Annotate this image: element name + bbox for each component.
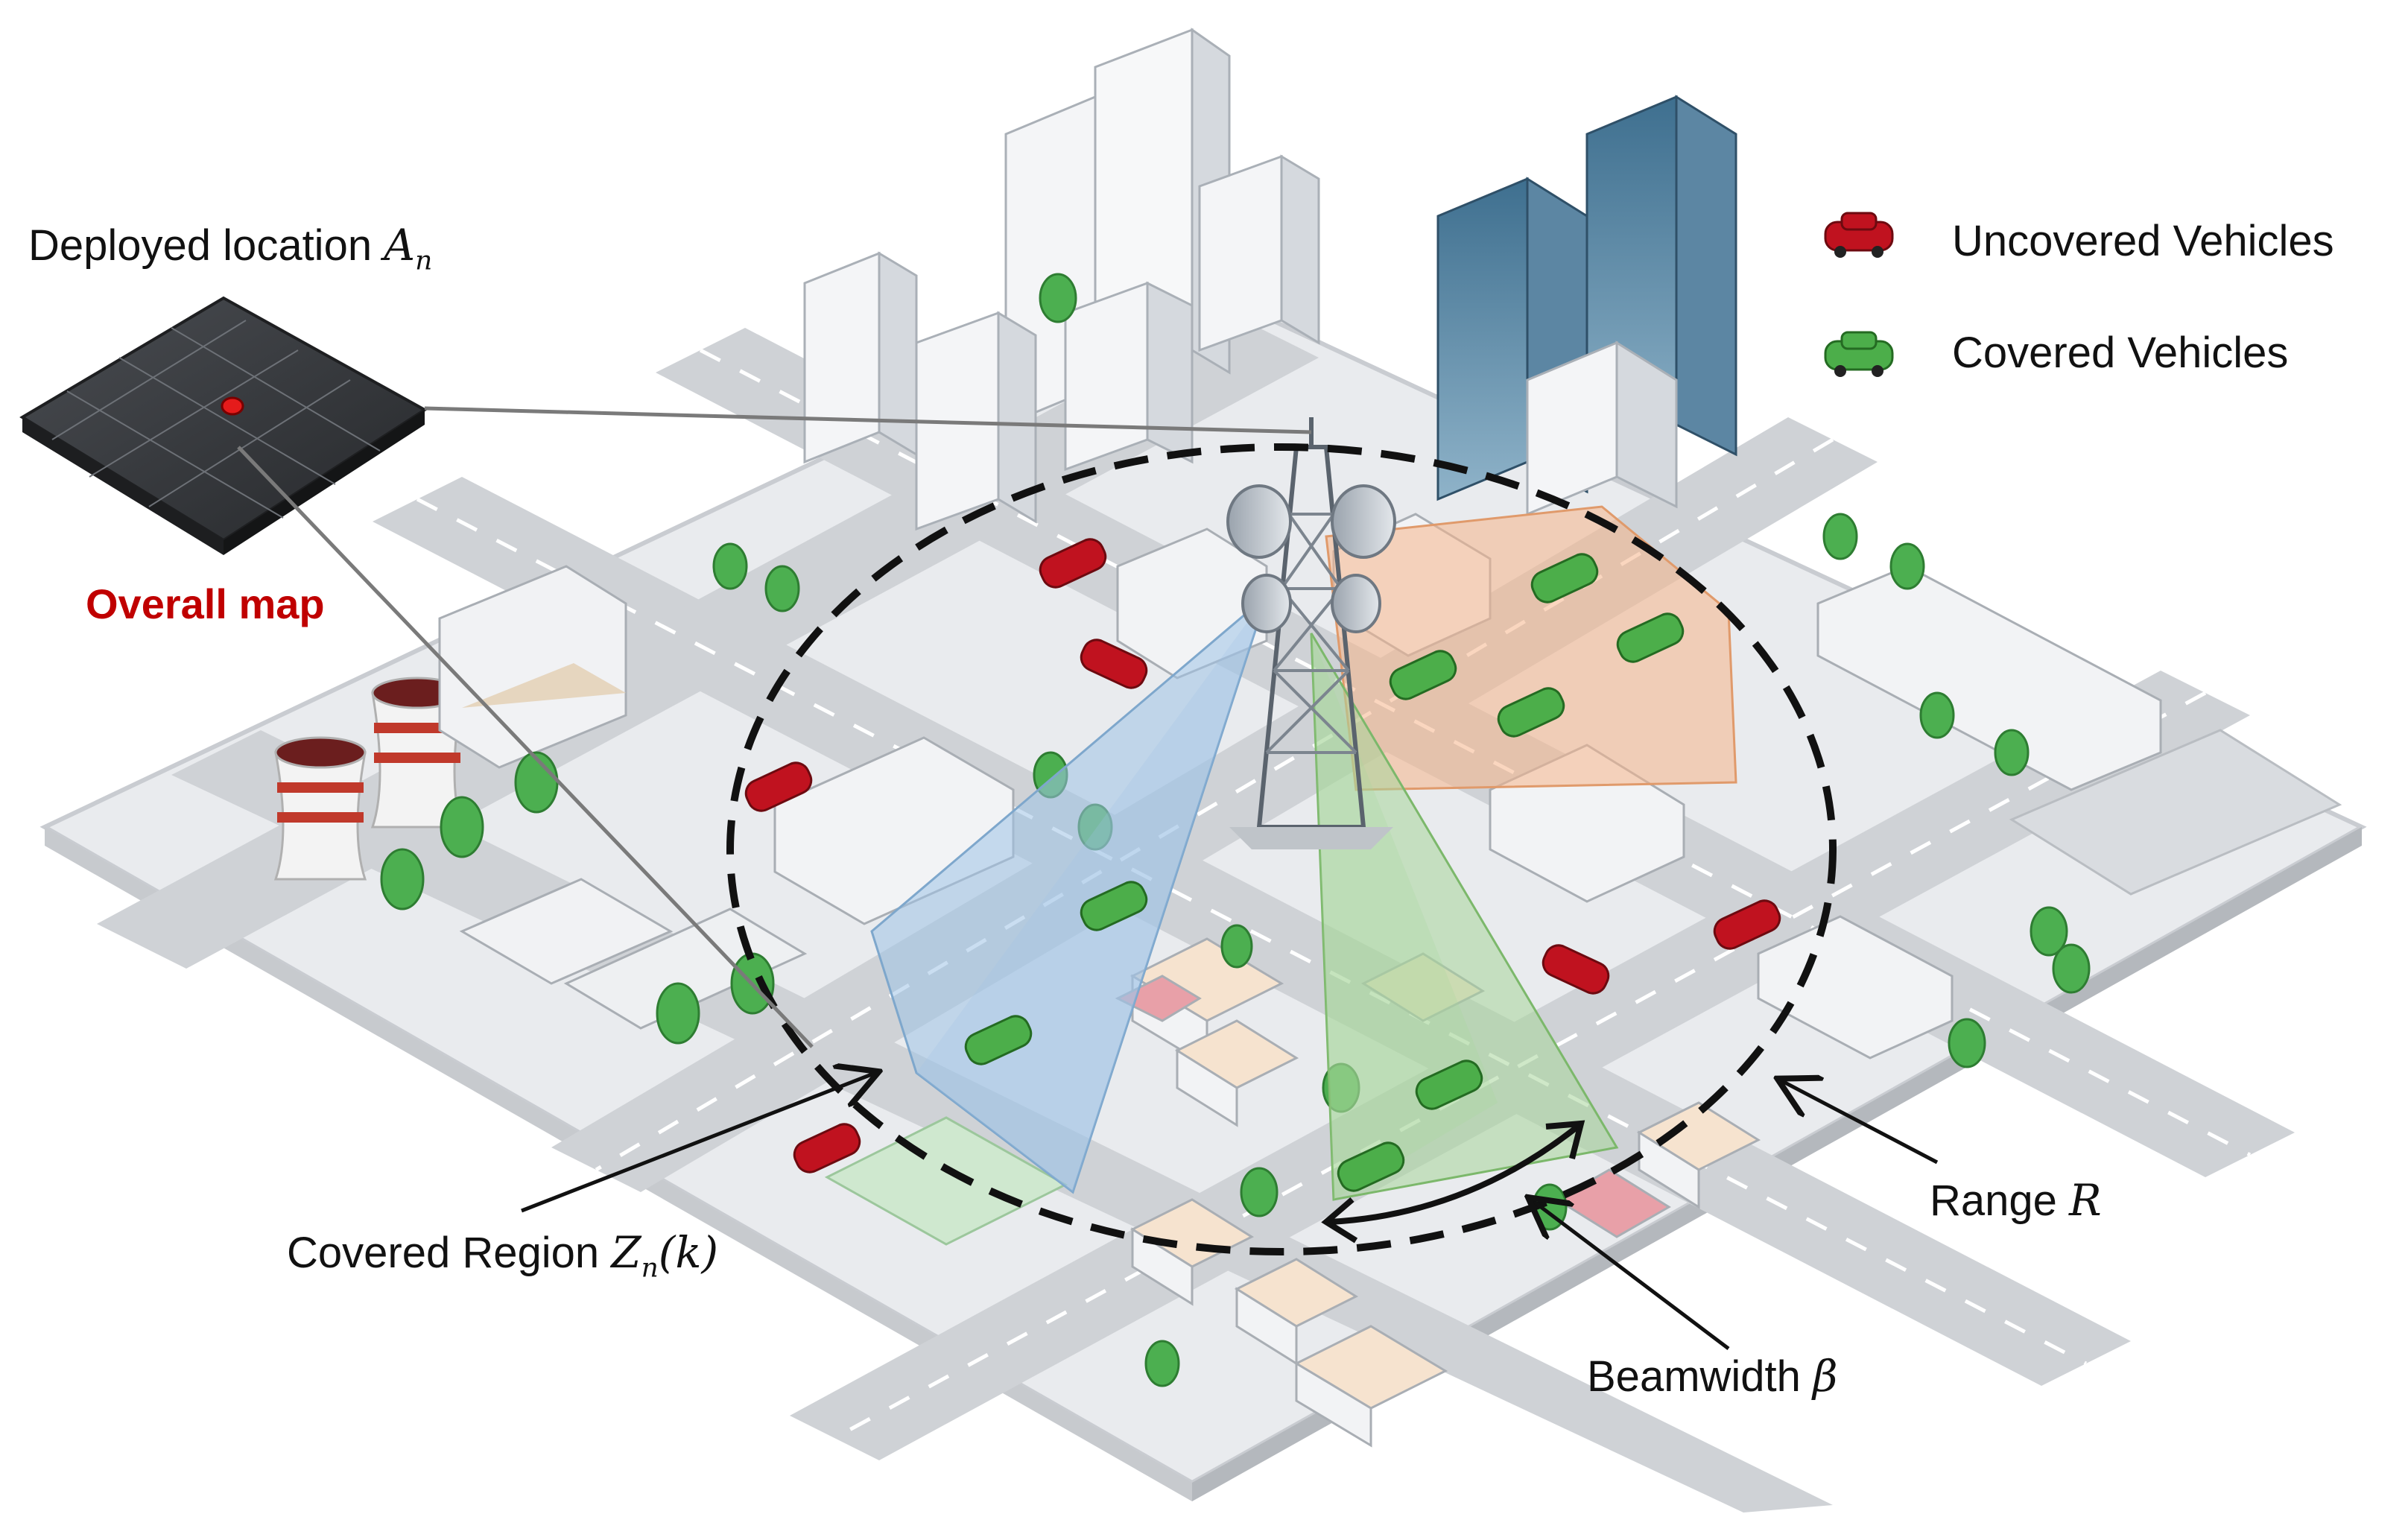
white-tower-1 [803,251,918,464]
covered-vehicles [964,553,1685,1192]
parking-lot [2009,729,2342,896]
range-text: Range [1930,1176,2057,1225]
car-uncovered [1080,639,1148,689]
legend-covered-label: Covered Vehicles [1952,329,2289,377]
overall-map-tile [19,296,428,555]
cell-tower [1226,417,1396,849]
car-covered [1497,687,1565,738]
annotation-arrows [521,1073,1939,1350]
beamwidth-arrowhead-right [1545,1120,1585,1159]
car-covered [1389,650,1457,700]
car-uncovered [1542,944,1610,995]
car-covered [1530,553,1599,604]
covered-region-label: Covered Region Zn(k) [287,1231,718,1282]
covered-region-text: Covered Region [287,1229,600,1277]
legend-car-icons [1824,212,1894,377]
covered-region-arrow [521,1073,875,1213]
deployed-location-subscript: n [415,245,433,276]
deployed-location-label: Deployed location An [28,224,432,275]
coverage-range-circle [726,443,1837,1255]
range-label: Range R [1930,1179,2102,1223]
legend-uncovered-label: Uncovered Vehicles [1952,217,2334,265]
covered-region-argument: (k) [658,1227,719,1278]
car-covered [1337,1141,1405,1192]
covered-region-symbol: Z [611,1227,641,1278]
white-tower-6 [1064,281,1194,472]
tall-buildings [803,28,1737,531]
car-covered [1080,881,1148,931]
covered-region-subscript: n [641,1252,659,1284]
car-uncovered [1039,538,1107,589]
factory-building [438,565,627,769]
car-covered [964,1015,1033,1065]
white-tower-4 [1198,154,1320,352]
uncovered-vehicles [744,538,1781,1173]
beamwidth-label: Beamwidth β [1587,1355,1838,1399]
car-uncovered [793,1123,861,1173]
deployed-location-marker [221,396,244,416]
deployed-location-symbol: A [384,220,416,270]
beamwidth-text: Beamwidth [1587,1352,1801,1401]
map-connector-lines [237,406,1312,1048]
car-uncovered [1713,899,1781,950]
overall-map-label: Overall map [86,580,325,627]
deployed-location-text: Deployed location [28,221,373,270]
beamwidth-arrow [1531,1200,1730,1350]
residential-houses [1115,937,1761,1448]
range-arrow [1781,1080,1939,1165]
car-covered [1616,612,1685,663]
beamwidth-arc [1329,1122,1582,1225]
car-uncovered [744,761,813,812]
beamwidth-arrowhead-left [1321,1197,1358,1244]
cooling-tower-1 [273,736,367,881]
power-plant [273,565,808,1030]
car-covered [1415,1060,1483,1110]
white-block-right [1526,341,1678,516]
legend-covered-car-icon [1824,331,1894,377]
beamwidth-symbol: β [1813,1351,1838,1401]
range-symbol: R [2069,1175,2102,1226]
legend-uncovered-car-icon [1824,212,1894,258]
